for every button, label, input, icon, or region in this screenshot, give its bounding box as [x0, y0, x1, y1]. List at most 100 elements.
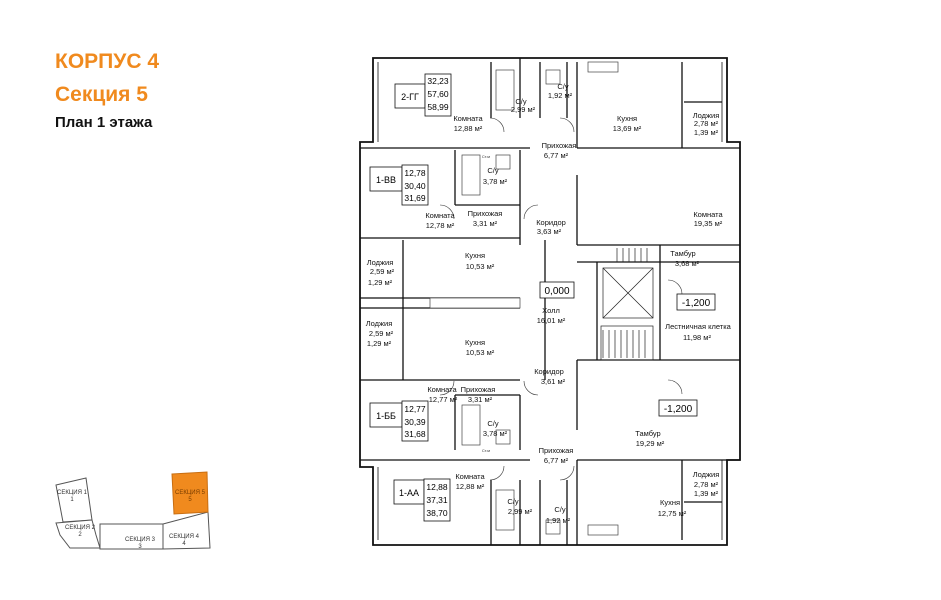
apartment-1vv: 1-ВВ 12,78 30,40 31,69	[369, 164, 429, 206]
building-title: КОРПУС 4	[55, 50, 159, 73]
section-title: Секция 5	[55, 83, 148, 106]
apartment-code: 2-ГГ	[401, 92, 419, 102]
room-name: Лестничная клетка	[665, 322, 732, 331]
apartment-1aa: 1-АА 12,88 37,31 38,70	[393, 478, 451, 522]
room-area: 3,78 м²	[483, 429, 508, 438]
apartment-2gg: 2-ГГ 32,23 57,60 58,99	[394, 73, 452, 117]
svg-text:-1,200: -1,200	[664, 404, 693, 415]
room-area: 2,78 м²	[694, 119, 719, 128]
room-area: 13,69 м²	[613, 124, 642, 133]
room-area: 2,99 м²	[511, 105, 536, 114]
room-name: Комната	[425, 211, 455, 220]
room-name: Кухня	[660, 498, 680, 507]
room-area: 11,98 м²	[683, 333, 711, 342]
room-area-reduced: 1,39 м²	[694, 128, 719, 137]
room-area: 3,63 м²	[537, 227, 562, 236]
room-area: 19,35 м²	[694, 219, 723, 228]
room-name: С/у	[507, 497, 519, 506]
total-area: 30,39	[404, 417, 426, 427]
room-area: 12,78 м²	[426, 221, 455, 230]
room-area: 10,53 м²	[466, 348, 495, 357]
room-name: Тамбур	[670, 249, 695, 258]
door-swings	[439, 117, 683, 481]
svg-text:-1,200: -1,200	[682, 298, 711, 309]
room-name: Коридор	[536, 218, 566, 227]
total-area-with-loggia: 31,68	[404, 429, 426, 439]
room-name: Прихожая	[461, 385, 496, 394]
room-name: Комната	[693, 210, 723, 219]
room-name: Прихожая	[468, 209, 503, 218]
toilet-icon	[495, 429, 511, 445]
apartment-code: 1-АА	[399, 488, 419, 498]
room-name: Комната	[427, 385, 457, 394]
room-name: Коридор	[534, 367, 564, 376]
room-name: Тамбур	[635, 429, 660, 438]
level-marker-floor: 0,000	[539, 281, 575, 299]
room-area: 2,78 м²	[694, 480, 719, 489]
room-name: С/у	[487, 419, 499, 428]
total-area: 37,31	[426, 495, 448, 505]
room-area: 1,92 м²	[548, 91, 573, 100]
room-name: Кухня	[617, 114, 637, 123]
svg-text:0,000: 0,000	[544, 286, 569, 297]
room-name: Комната	[455, 472, 485, 481]
outer-wall	[359, 57, 741, 546]
room-area-reduced: 1,39 м²	[694, 489, 719, 498]
room-name: С/у	[554, 505, 566, 514]
room-name: С/у	[557, 82, 569, 91]
room-area: 12,75 м²	[658, 509, 687, 518]
total-area-with-loggia: 38,70	[426, 508, 448, 518]
room-area: 3,31 м²	[473, 219, 498, 228]
room-name: Лоджия	[366, 319, 393, 328]
room-area: 3,61 м²	[541, 377, 566, 386]
living-area: 12,78	[404, 168, 426, 178]
bathtub-icon	[495, 489, 515, 531]
room-name: Кухня	[465, 338, 485, 347]
room-area: 2,59 м²	[369, 329, 394, 338]
fixture-label: Ст.м	[482, 448, 490, 453]
living-area: 12,77	[404, 404, 426, 414]
total-area: 57,60	[427, 89, 449, 99]
room-name: Прихожая	[539, 446, 574, 455]
living-area: 32,23	[427, 76, 449, 86]
room-name: Лоджия	[693, 111, 720, 120]
fixture-label: Ст.м	[482, 154, 490, 159]
floor-plan-title: План 1 этажа	[55, 114, 153, 131]
stove-icon	[587, 524, 619, 536]
living-area: 12,88	[426, 482, 448, 492]
room-area: 19,29 м²	[636, 439, 665, 448]
room-area: 3,31 м²	[468, 395, 493, 404]
room-name: Кухня	[465, 251, 485, 260]
room-name: Лоджия	[367, 258, 394, 267]
room-area-reduced: 1,29 м²	[367, 339, 392, 348]
room-name: Прихожая	[542, 141, 577, 150]
toilet-icon	[545, 519, 561, 535]
room-area: 16,01 м²	[537, 316, 566, 325]
room-area: 3,78 м²	[483, 177, 508, 186]
level-marker-vestibule: -1,200	[658, 399, 698, 417]
room-name: Лоджия	[693, 470, 720, 479]
room-area: 10,53 м²	[466, 262, 495, 271]
room-area: 12,77 м²	[429, 395, 458, 404]
apartment-1bb: 1-ББ 12,77 30,39 31,68	[369, 400, 429, 442]
sanitary-fixtures	[429, 61, 619, 536]
room-area: 2,99 м²	[508, 507, 533, 516]
total-area-with-loggia: 31,69	[404, 193, 426, 203]
room-area: 6,77 м²	[544, 456, 569, 465]
toilet-icon	[495, 154, 511, 170]
room-name: С/у	[487, 166, 499, 175]
bathtub-icon	[461, 404, 481, 446]
room-area: 12,88 м²	[454, 124, 483, 133]
level-marker-stair: -1,200	[676, 293, 716, 311]
room-area: 12,88 м²	[456, 482, 485, 491]
kitchen-counter	[429, 297, 521, 309]
room-name: Комната	[453, 114, 483, 123]
stove-icon	[587, 61, 619, 73]
room-name: С/у	[515, 97, 527, 106]
stair-steps-lower	[602, 330, 646, 358]
bathtub-icon	[495, 69, 515, 111]
toilet-icon	[545, 69, 561, 85]
room-area: 1,92 м²	[546, 516, 571, 525]
room-area: 3,68 м²	[675, 259, 700, 268]
room-area: 2,59 м²	[370, 267, 395, 276]
